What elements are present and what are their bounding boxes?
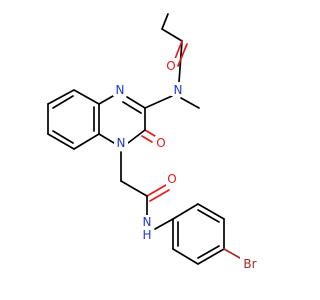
bromophenyl-ring: [172, 203, 241, 265]
bond-carbonyl-o-2: [177, 43, 188, 67]
bond-c3-n4: [126, 96, 146, 109]
oxygen-atom-acetamide: O: [167, 172, 176, 186]
bond-ar-5: [172, 248, 199, 265]
nitrogen-atom-ring-bottom: N: [117, 136, 126, 150]
bond-n-ring: [144, 95, 173, 109]
bond-n-methyl: [180, 97, 200, 109]
bond-co-o-2: [149, 189, 170, 202]
oxygen-atom-ketone: O: [156, 136, 165, 150]
bond-c7-c8: [47, 133, 75, 150]
bond-c5-c6-inner: [52, 95, 74, 109]
bond-ar-4-inner: [197, 245, 220, 259]
nitrogen-atom-n-methyl: N: [174, 83, 183, 97]
n-methyl-group: [144, 95, 200, 109]
bond-c7-c8-inner: [52, 130, 74, 144]
bond-ar-1: [172, 203, 199, 220]
acetamide-linker: [120, 151, 174, 230]
bromine-atom: Br: [243, 257, 256, 271]
oxygen-atom-amide-carbonyl: O: [166, 59, 175, 73]
bond-c8-c8a: [73, 133, 100, 150]
bond-ch2-co: [120, 180, 148, 197]
bond-c4a-c5: [73, 89, 100, 105]
nitrogen-atom-ring-top: N: [116, 83, 125, 97]
bond-c2-o-1: [144, 129, 156, 137]
hydrogen-atom-amide: H: [142, 228, 151, 242]
bond-c5-c6: [47, 89, 75, 105]
atom-labels: O N N O N O N H Br: [113, 58, 260, 271]
bond-ar-br: [223, 248, 241, 259]
bond-ar-2-inner: [197, 209, 220, 223]
bond-nh-aryl: [154, 218, 174, 230]
bond-ar-2: [197, 203, 225, 220]
bond-co-o-1: [146, 184, 167, 197]
bond-n4-c4a: [98, 95, 114, 105]
bond-ethyl-ch3: [161, 13, 169, 30]
bond-c3-n4-double: [122, 101, 142, 114]
bond-ethyl-ch2: [161, 28, 183, 42]
bond-c2-n1: [127, 129, 146, 144]
bond-ar-4: [197, 248, 225, 265]
molecule-structure-diagram: O N N O N O N H Br: [47, 13, 260, 271]
quinoxalinone-ring: [47, 89, 156, 150]
nitrogen-atom-amide: N: [143, 215, 152, 229]
bond-c2-o-2: [141, 135, 153, 143]
bond-n1-c8a: [98, 133, 115, 144]
